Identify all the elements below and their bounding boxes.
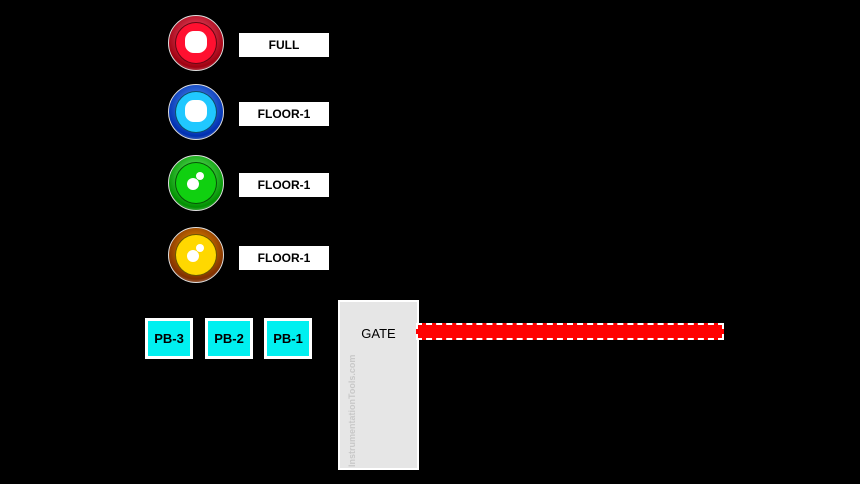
watermark: InstrumentationTools.com (347, 354, 357, 467)
indicator-lamp-floor-blue (168, 84, 224, 140)
indicator-label-floor-1-blue: FLOOR-1 (239, 102, 329, 126)
gate-barrier (416, 323, 724, 340)
indicator-lamp-full (168, 15, 224, 71)
indicator-label-floor-1-green: FLOOR-1 (239, 173, 329, 197)
pb-3-button[interactable]: PB-3 (145, 318, 193, 359)
pb-1-button[interactable]: PB-1 (264, 318, 312, 359)
indicator-label-full: FULL (239, 33, 329, 57)
indicator-label-floor-1-yellow: FLOOR-1 (239, 246, 329, 270)
gate-panel: GATE InstrumentationTools.com (338, 300, 419, 470)
pb-2-button[interactable]: PB-2 (205, 318, 253, 359)
indicator-lamp-floor-yellow (168, 227, 224, 283)
indicator-lamp-floor-green (168, 155, 224, 211)
gate-label: GATE (361, 326, 396, 341)
